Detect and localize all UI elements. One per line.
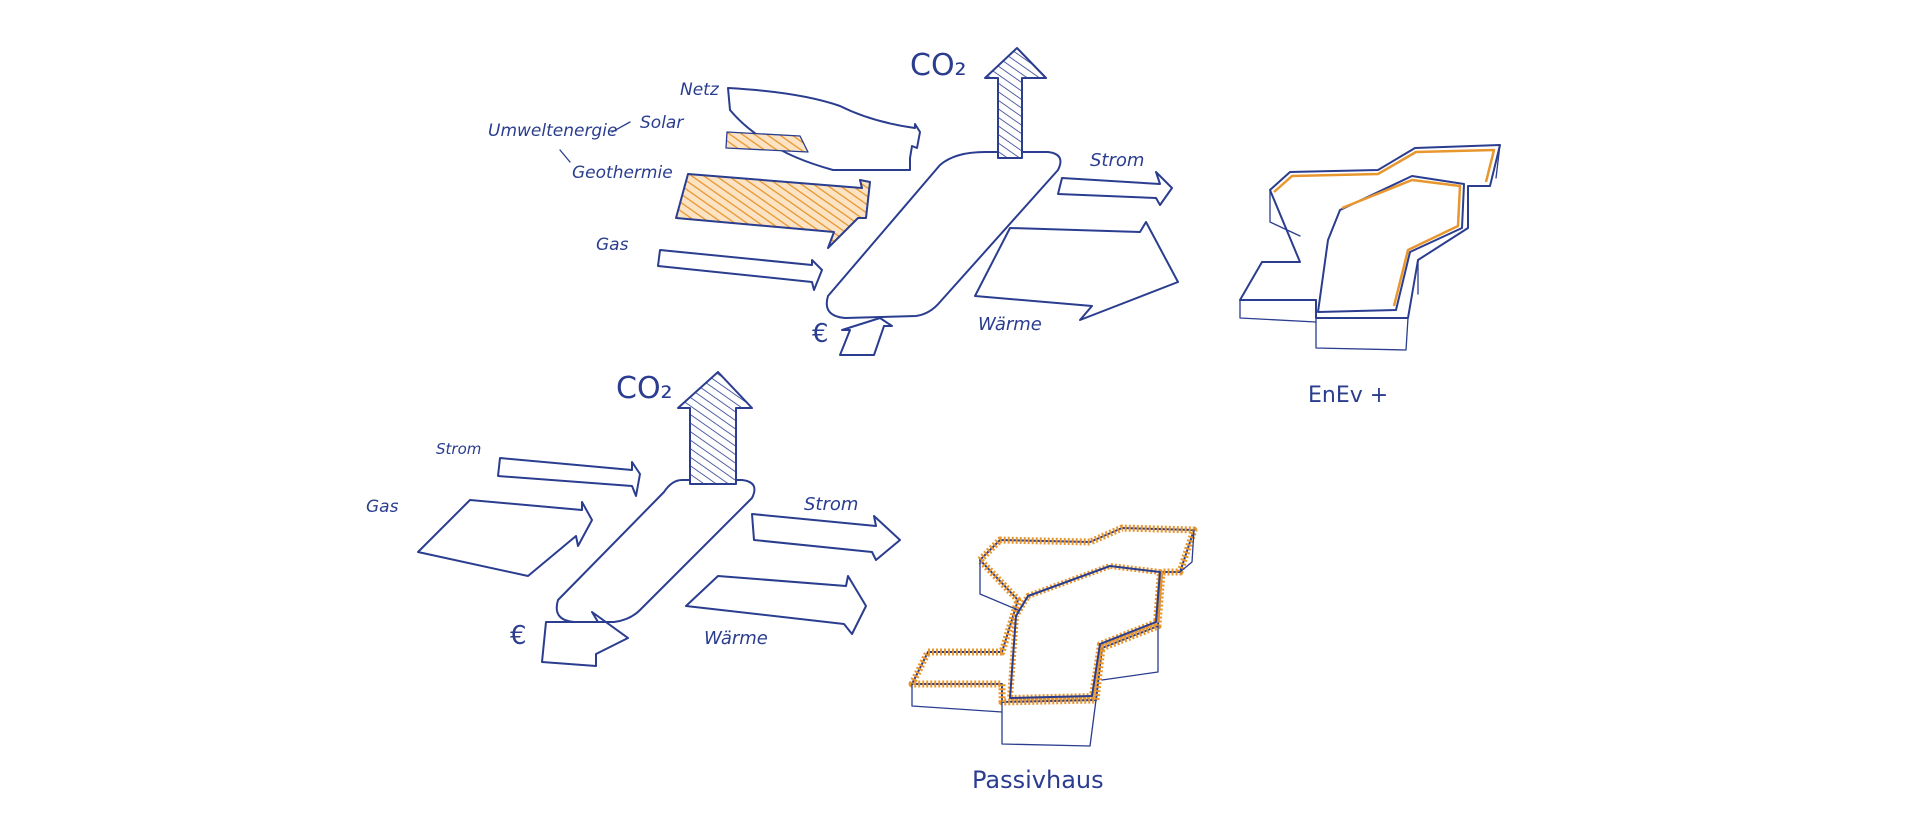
geothermie-label: Geothermie <box>572 163 673 183</box>
strom-out-label-bottom: Strom <box>804 494 858 515</box>
co2-label-bottom: CO₂ <box>616 371 673 406</box>
enev-wall-height-4 <box>1315 317 1409 351</box>
enev-wall-height-1 <box>1269 189 1301 237</box>
strom-in-label-bottom: Strom <box>436 440 481 458</box>
passivhaus-wall-height-5 <box>1101 625 1159 681</box>
waerme-arrow-bottom <box>685 575 867 635</box>
passivhaus-caption: Passivhaus <box>972 766 1104 794</box>
gas-label-bottom: Gas <box>366 497 399 517</box>
waerme-label-bottom: Wärme <box>704 628 768 649</box>
building-slab-top <box>825 151 1062 319</box>
gas-arrow-bottom <box>417 499 593 577</box>
passivhaus-wall-height-4 <box>1001 699 1097 747</box>
umwelt-connector-geo <box>559 149 571 163</box>
enev-inner-courtyard <box>1317 175 1465 313</box>
co2-arrow-top <box>984 47 1047 159</box>
enev-wall-height-3 <box>1239 299 1317 323</box>
euro-arrow-bottom <box>541 611 629 667</box>
netz-label: Netz <box>680 80 720 100</box>
umweltenergie-label: Umweltenergie <box>488 121 617 141</box>
waerme-arrow-top <box>974 221 1179 321</box>
netz-arrow <box>727 87 921 171</box>
passivhaus-wall-height-1 <box>979 559 1019 611</box>
building-passivhaus: Passivhaus <box>908 524 1198 794</box>
solar-label: Solar <box>640 113 684 133</box>
euro-label-bottom: € <box>510 621 527 651</box>
euro-label-top: € <box>812 319 829 349</box>
building-slab-bottom <box>555 479 756 623</box>
gas-arrow-top <box>657 249 823 291</box>
strom-arrow-bottom-out <box>751 513 901 561</box>
passivhaus-inner-line <box>1009 565 1161 699</box>
diagram-bottom: CO₂ Strom Gas € Strom Wärme <box>366 371 901 667</box>
gas-label-top: Gas <box>596 235 629 255</box>
co2-label-top: CO₂ <box>910 48 967 83</box>
strom-arrow-bottom-in <box>497 457 641 497</box>
enev-wall-height-2 <box>1495 144 1501 179</box>
enev-wall-top <box>1239 144 1501 319</box>
building-enev: EnEv + <box>1239 144 1501 408</box>
diagram-top: CO₂ Netz Solar Umweltenergie Geothermie … <box>488 47 1179 356</box>
passivhaus-insulation <box>908 524 1198 706</box>
passivhaus-wall-top <box>911 527 1195 703</box>
umwelt-connector-solar <box>611 121 631 133</box>
geothermie-arrow <box>675 173 871 249</box>
co2-arrow-bottom <box>677 371 753 485</box>
enev-caption: EnEv + <box>1308 383 1388 408</box>
enev-inner-orange <box>1341 178 1462 307</box>
passivhaus-wall-height-2 <box>1179 529 1195 573</box>
passivhaus-wall-height-3 <box>911 683 1003 713</box>
strom-label-top: Strom <box>1090 150 1144 171</box>
strom-arrow-top <box>1057 171 1173 206</box>
solar-arrow <box>725 131 809 153</box>
euro-arrow-top <box>839 317 893 356</box>
waerme-label-top: Wärme <box>978 314 1042 335</box>
enev-wall-orange <box>1273 148 1496 193</box>
